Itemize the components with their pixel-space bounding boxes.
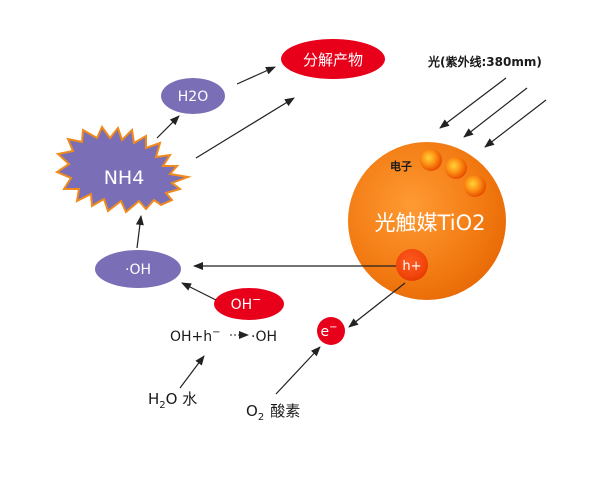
arrow-water-to-ohminus	[179, 355, 205, 389]
light-label: 光(紫外线:380mm)	[427, 54, 542, 69]
electron-node: e−	[317, 317, 345, 345]
h2o-node: H2O	[161, 78, 225, 114]
nh4-label: NH4	[104, 167, 145, 189]
oh-radical-node: ·OH	[95, 250, 181, 288]
oh-minus-label: OH	[231, 297, 253, 313]
arrow-nh4-to-h2o	[156, 115, 180, 139]
hole-label: h+	[402, 259, 421, 274]
oh-radical-label: ·OH	[125, 262, 151, 278]
water-label: H2O 水	[148, 390, 197, 411]
oxygen-sub: 2	[258, 412, 264, 423]
products-node: 分解产物	[281, 39, 385, 79]
light-arrow-2	[463, 87, 528, 138]
reaction-equation: OH+h−	[170, 327, 221, 345]
arrow-nh4-to-products	[195, 97, 295, 159]
electron-dot-2	[445, 157, 467, 179]
electron-sup: −	[329, 322, 337, 333]
reaction-lhs: OH+h	[170, 329, 212, 345]
electron-dot-1	[420, 149, 442, 171]
water-o: O 水	[166, 390, 198, 408]
h2o-label: H2O	[178, 89, 208, 105]
light-arrow-1	[439, 77, 507, 129]
oxygen-o: O	[246, 402, 258, 420]
electron-dot-3	[464, 175, 486, 197]
electron-symbol: e	[320, 324, 329, 340]
oh-minus-node: OH−	[214, 288, 284, 320]
arrow-oxygen-to-electron	[275, 346, 321, 395]
reaction-result: ·OH	[251, 329, 277, 345]
oxygen-label: O2 酸素	[246, 402, 300, 423]
tio2-label: 光触媒TiO2	[375, 211, 486, 235]
electron-label: 电子	[390, 159, 412, 173]
oh-minus-sup: −	[252, 293, 261, 306]
oxygen-name: 酸素	[270, 402, 300, 420]
svg-text:e−: e−	[320, 322, 337, 340]
water-h: H	[148, 390, 159, 408]
reaction-sup: −	[212, 327, 220, 338]
nh4-node: NH4	[54, 125, 192, 214]
arrow-ohminus-to-oh	[181, 282, 217, 301]
light-arrow-3	[484, 99, 547, 148]
arrow-oh-to-nh4	[135, 215, 144, 249]
arrow-h2o-to-products	[236, 66, 276, 85]
hole-node: h+	[396, 249, 428, 281]
products-label: 分解产物	[303, 51, 363, 69]
arrow-tio2-to-electron	[348, 282, 406, 328]
svg-text:OH−: OH−	[231, 293, 262, 313]
water-sub: 2	[159, 400, 165, 411]
